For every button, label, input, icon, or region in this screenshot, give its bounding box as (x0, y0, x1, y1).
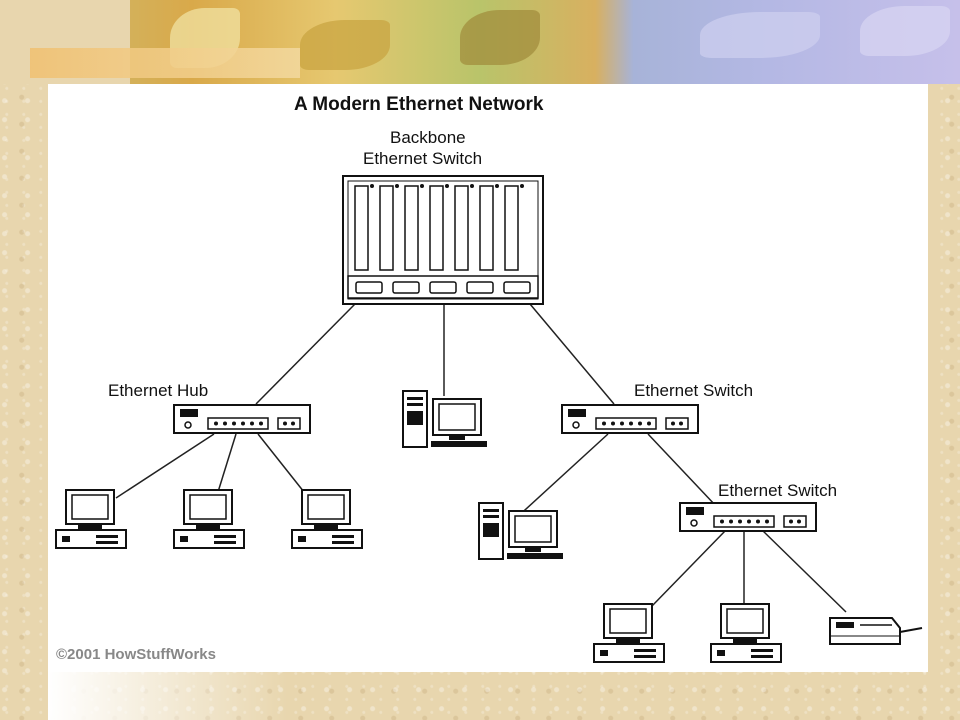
leaf-decoration (460, 10, 540, 65)
ethernet-switch-2 (679, 502, 817, 532)
switch1-label: Ethernet Switch (634, 381, 753, 400)
copyright-credit: ©2001 HowStuffWorks (56, 646, 216, 663)
link-switch1-switch2 (647, 433, 717, 507)
banner-strip (30, 48, 300, 78)
diagram-title: A Modern Ethernet Network (294, 94, 544, 115)
hub-label: Ethernet Hub (108, 381, 208, 400)
link-hub-pc3 (257, 433, 305, 493)
link-hub-pc2 (217, 433, 237, 493)
hub-computer-2-icon (173, 489, 245, 549)
bottom-fade (48, 672, 288, 720)
link-backbone-hub (255, 303, 356, 405)
flower-decoration (860, 6, 950, 56)
backbone-card-slots (354, 184, 524, 271)
link-switch1-tower (513, 433, 609, 521)
hub-computer-3-icon (291, 489, 363, 549)
top-banner (0, 0, 960, 84)
switch2-computer-2-icon (710, 603, 782, 663)
backbone-label-line2: Ethernet Switch (363, 149, 482, 168)
backbone-switch (342, 175, 544, 305)
link-backbone-switch1 (529, 303, 615, 405)
ethernet-switch-1 (561, 404, 699, 434)
link-switch2-pc1 (651, 529, 727, 607)
link-switch2-printer (761, 529, 847, 613)
ethernet-hub (173, 404, 311, 434)
switch-tower-computer-icon (478, 502, 564, 560)
server-computer-icon (402, 390, 488, 448)
hub-computer-1-icon (55, 489, 127, 549)
printer-icon (829, 617, 923, 645)
switch2-label: Ethernet Switch (718, 481, 837, 500)
leaf-decoration (300, 20, 390, 70)
backbone-label-line1: Backbone (390, 128, 466, 147)
link-hub-pc1 (115, 433, 215, 499)
flower-decoration (700, 12, 820, 58)
switch2-computer-1-icon (593, 603, 665, 663)
